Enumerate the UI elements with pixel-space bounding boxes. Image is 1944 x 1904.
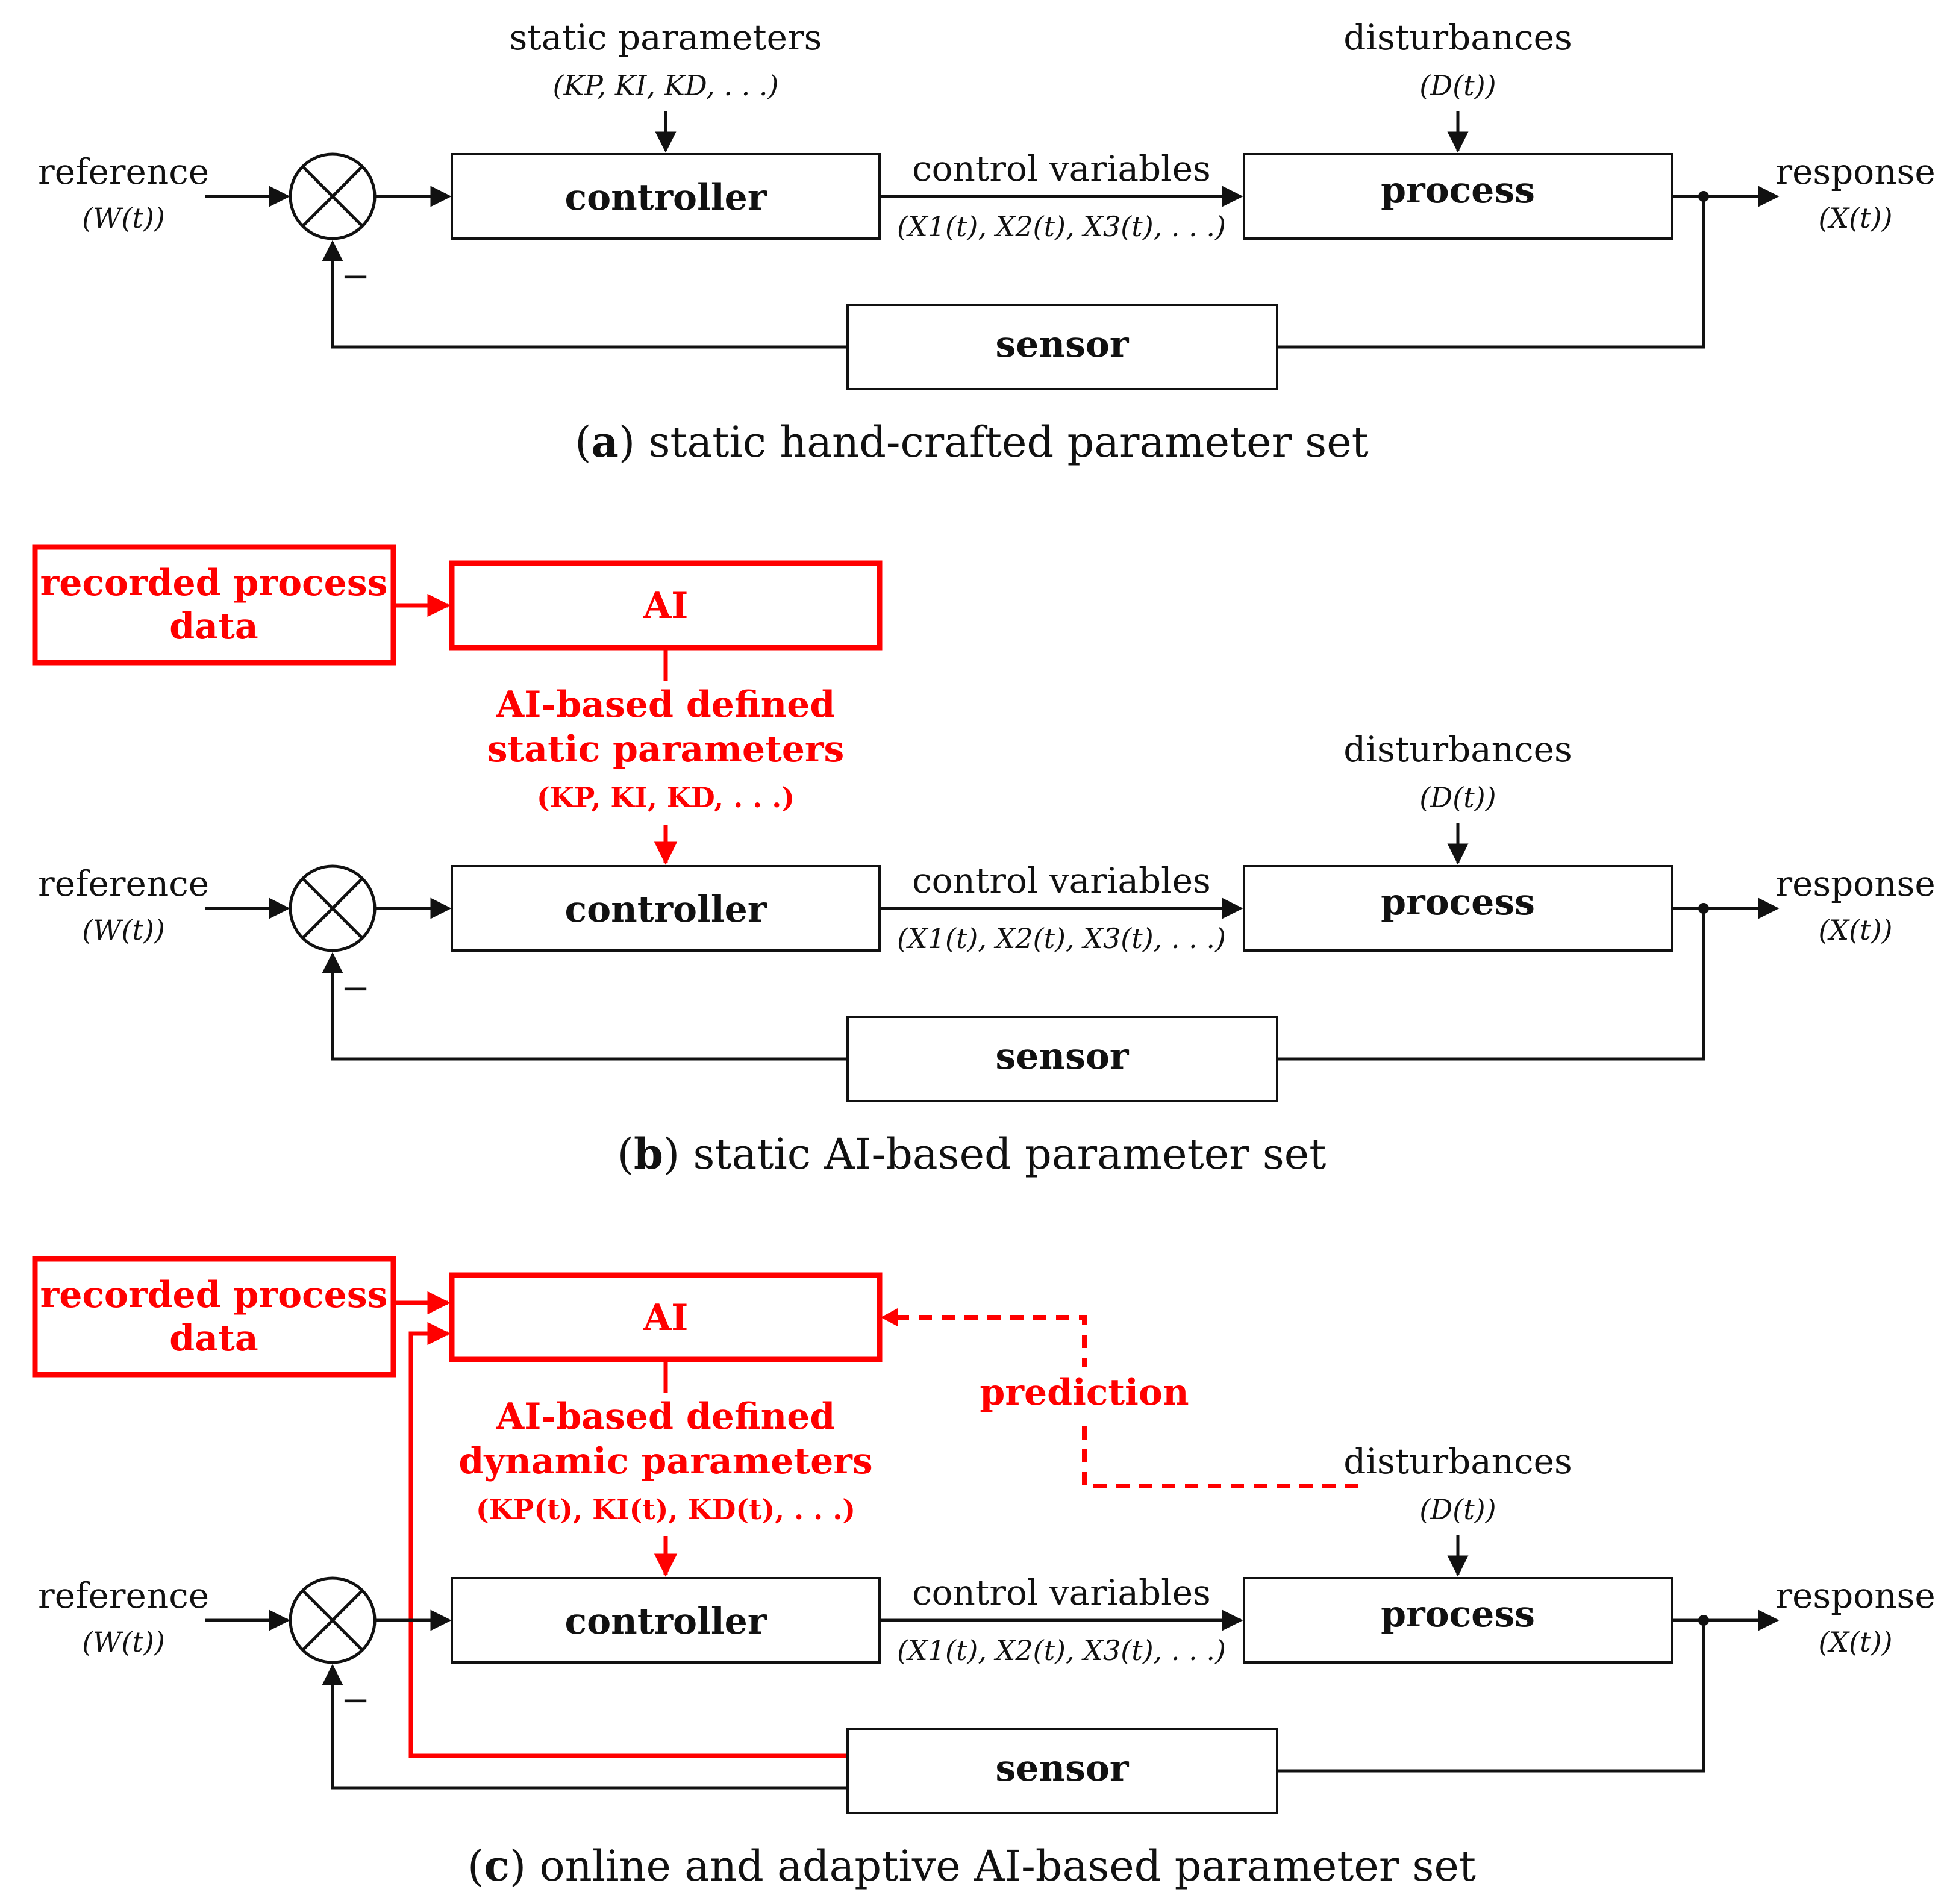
recorded-process-data-label-line2: data [169,605,258,648]
panel-c: recorded process data AI AI-based define… [32,1256,1936,1891]
caption-b: (b) static AI-based parameter set [617,1129,1327,1179]
prediction-label-bg [982,1367,1187,1422]
sensor-to-ai-wire [408,1322,848,1758]
sensor-label: sensor [996,1747,1130,1790]
response-variable: (X(t)) [1818,914,1892,946]
control-variables-variables: (X1(t), X2(t), X3(t), . . .) [897,1634,1226,1667]
feedback-wire-right [1277,908,1705,1061]
sensor-block [846,1728,1278,1814]
feedback-wire-left [322,952,848,1061]
process-block [1243,1577,1673,1664]
sensor-label: sensor [996,1035,1130,1078]
ai-label: AI [643,585,689,627]
prediction-label: prediction [980,1372,1189,1414]
summing-junction [289,152,377,240]
reference-variable: (W(t)) [82,1626,165,1658]
panel-b: recorded process data AI AI-based define… [32,544,1936,1179]
ai-parameters-label-line1: AI-based defined [496,1396,836,1438]
feedback-wire-left [322,1664,848,1790]
control-variables-label: control variables [912,860,1211,901]
process-label: process [1381,1593,1535,1635]
response-label: response [1775,1575,1935,1616]
reference-variable: (W(t)) [82,914,165,946]
disturbances-label: disturbances [1343,729,1572,770]
controller-block [451,865,881,952]
summing-junction [289,864,377,952]
sensor-label: sensor [996,323,1130,366]
sensor-block [846,1016,1278,1102]
control-variables-label: control variables [912,148,1211,189]
recorded-process-data-label-line1: recorded process [40,1274,388,1316]
ai-label: AI [643,1297,689,1339]
controller-label: controller [565,1600,767,1643]
response-label: response [1775,863,1935,904]
panel-a: static parameters (KP, KI, KD, . . .) di… [38,17,1936,467]
disturbances-label: disturbances [1343,1441,1572,1482]
reference-label: reference [38,863,209,904]
recorded-process-data-block [32,1256,396,1378]
ai-parameters-variables: (KP, KI, KD, . . .) [537,781,795,814]
minus-sign: − [341,967,370,1008]
controller-block [451,1577,881,1664]
control-variables-label: control variables [912,1572,1211,1613]
feedback-wire-right [1277,1620,1705,1773]
summing-junction [289,1576,377,1664]
prediction-arrowhead [881,1308,898,1326]
disturbances-variable: (D(t)) [1419,1493,1496,1526]
minus-sign: − [341,255,370,296]
controller-label: controller [565,176,767,219]
reference-variable: (W(t)) [82,202,165,234]
ai-parameters-variables: (KP(t), KI(t), KD(t), . . .) [476,1493,855,1526]
ai-parameters-label-line2: dynamic parameters [458,1440,872,1482]
control-variables-variables: (X1(t), X2(t), X3(t), . . .) [897,210,1226,243]
sensor-block [846,304,1278,390]
caption-c: (c) online and adaptive AI-based paramet… [467,1841,1476,1891]
response-label: response [1775,151,1935,192]
recorded-process-data-label-line1: recorded process [40,562,388,604]
ai-parameters-label-line2: static parameters [487,728,845,770]
static-parameters-variables: (KP, KI, KD, . . .) [553,69,779,102]
process-label: process [1381,169,1535,211]
feedback-wire-left [322,240,848,349]
response-variable: (X(t)) [1818,1626,1892,1658]
ai-block [449,560,883,651]
disturbances-variable: (D(t)) [1419,781,1496,814]
reference-label: reference [38,1575,209,1616]
ai-parameters-label-line1: AI-based defined [496,684,836,726]
recorded-process-data-label-line2: data [169,1317,258,1359]
feedback-wire-right [1277,196,1705,349]
disturbances-variable: (D(t)) [1419,69,1496,102]
controller-label: controller [565,888,767,931]
process-block [1243,865,1673,952]
control-variables-variables: (X1(t), X2(t), X3(t), . . .) [897,922,1226,955]
process-block [1243,153,1673,240]
static-parameters-label: static parameters [510,17,822,58]
caption-a: (a) static hand-crafted parameter set [575,417,1369,467]
disturbances-label: disturbances [1343,17,1572,58]
ai-block [449,1272,883,1362]
process-label: process [1381,881,1535,923]
response-variable: (X(t)) [1818,202,1892,234]
minus-sign: − [341,1679,370,1720]
reference-label: reference [38,151,209,192]
